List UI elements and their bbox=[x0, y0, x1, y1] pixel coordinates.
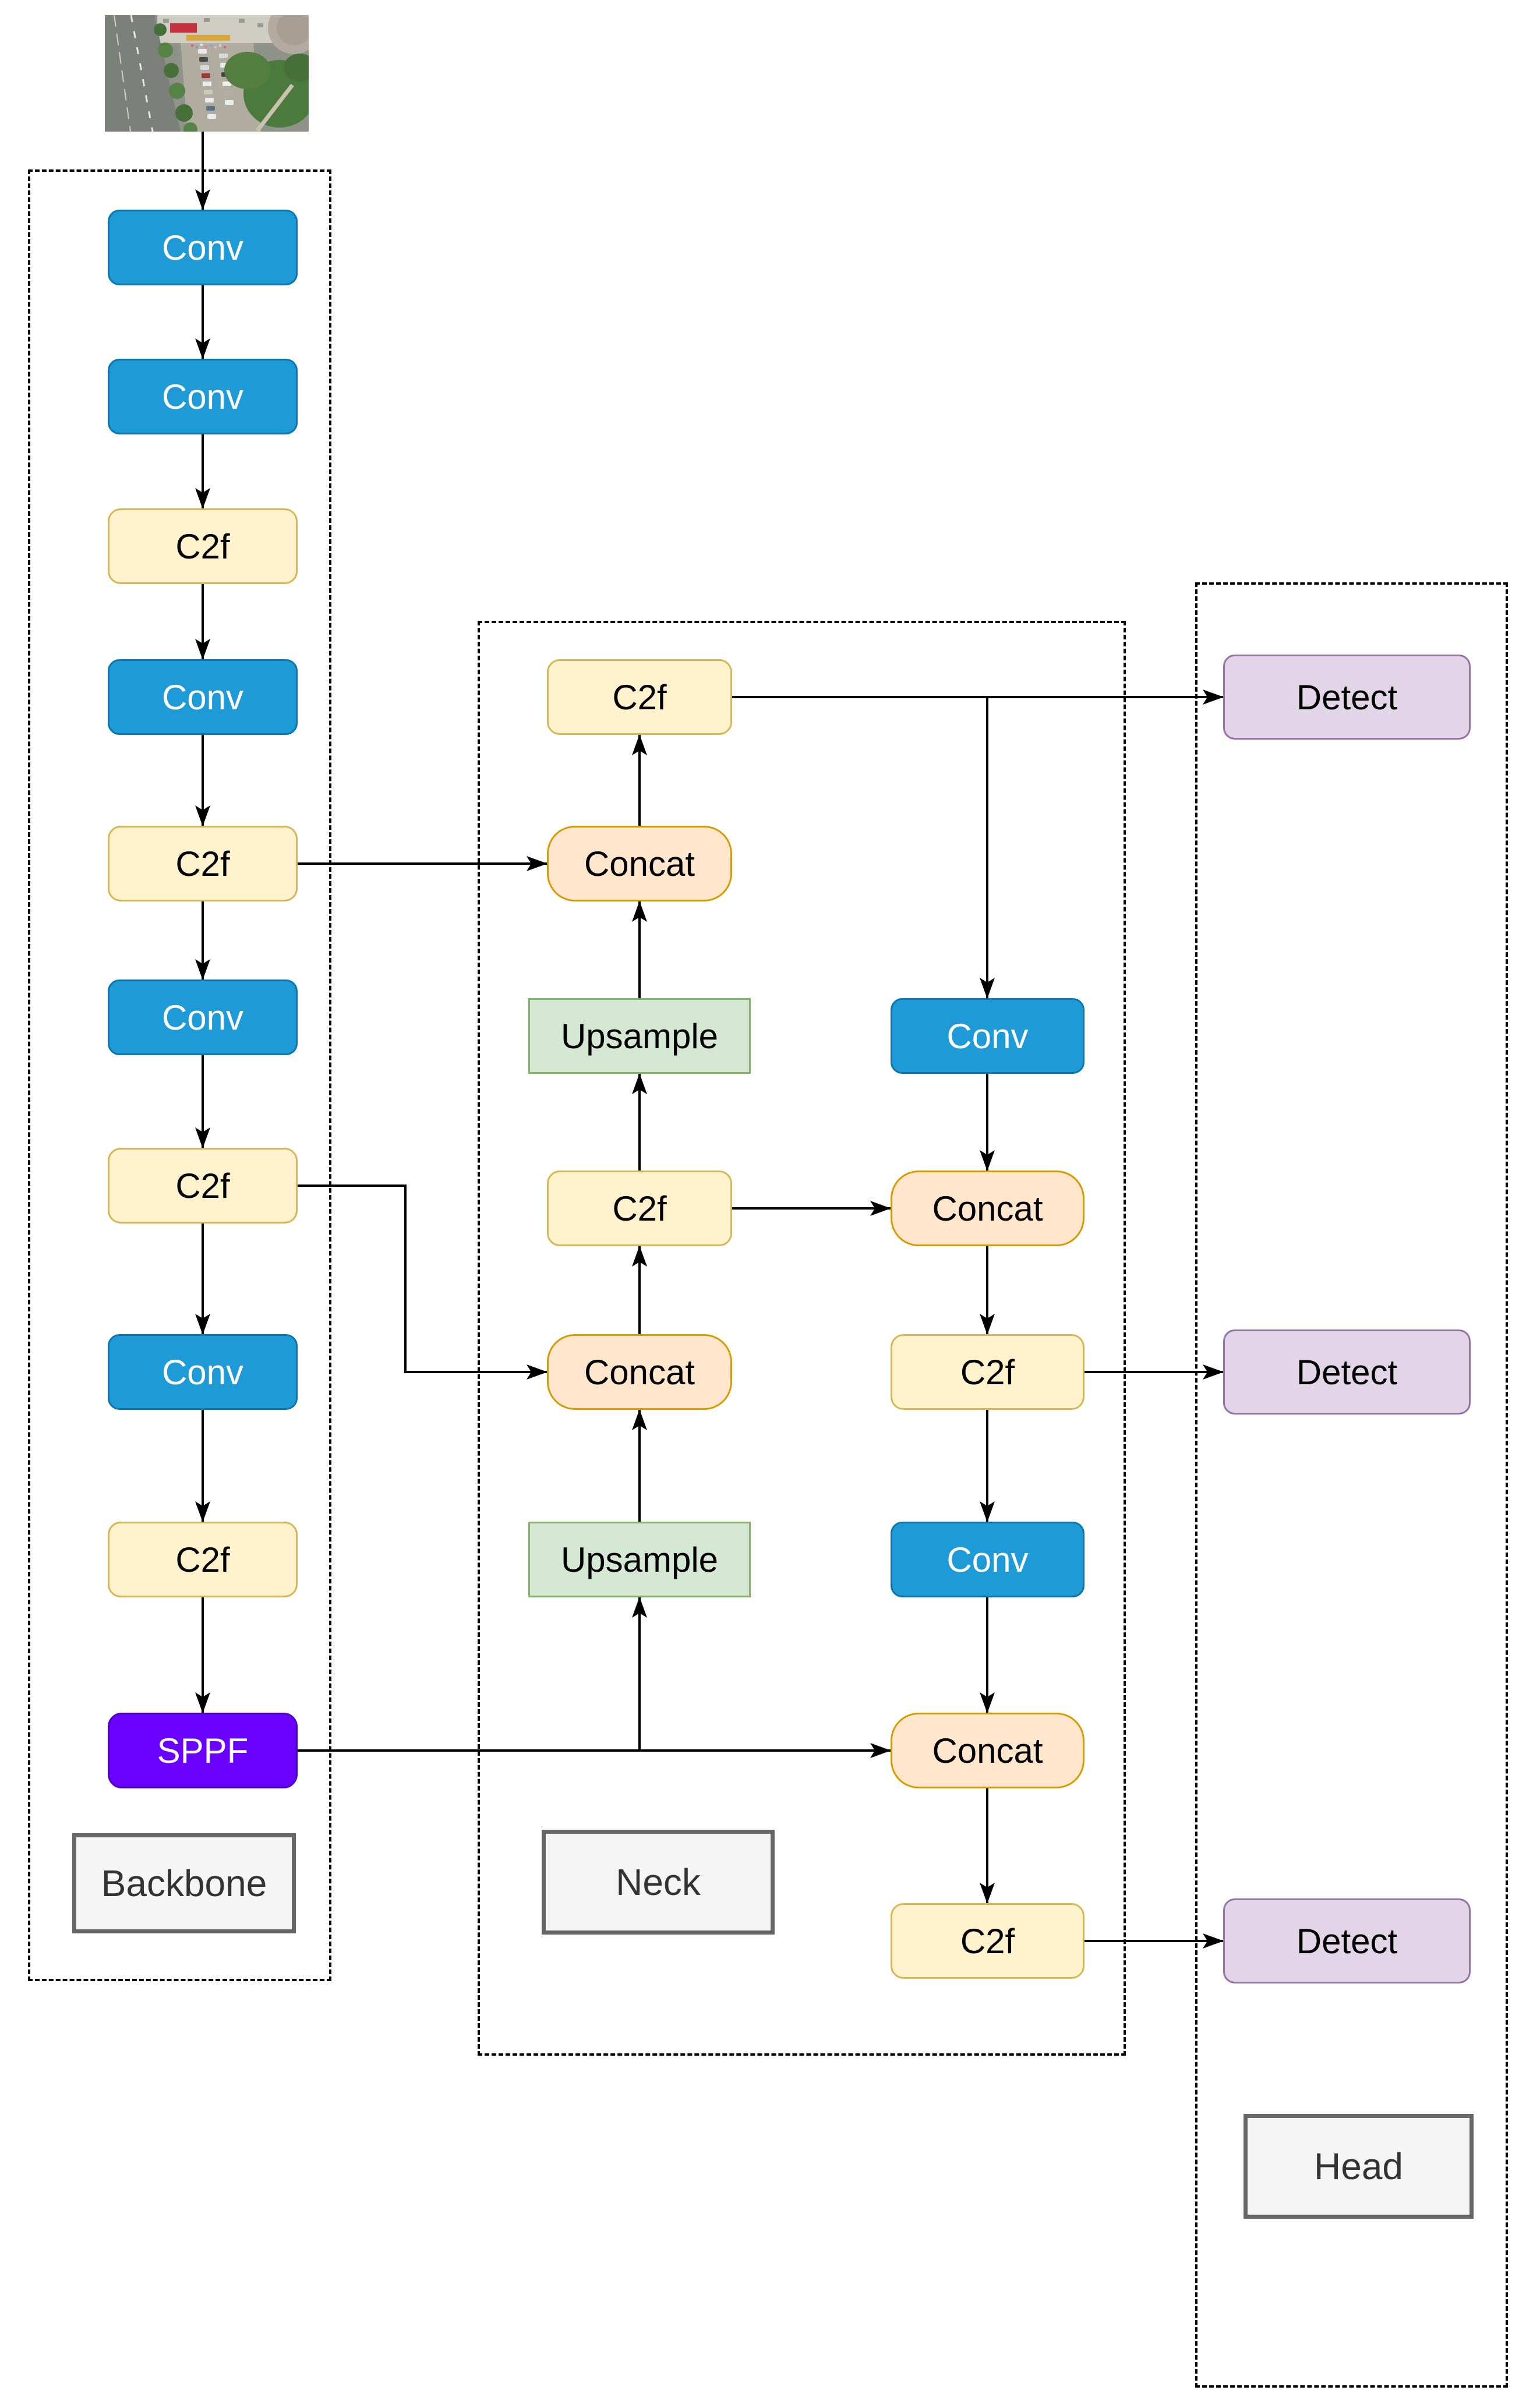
neck-c2f-4: C2f bbox=[891, 1903, 1085, 1979]
neck-concat-1: Concat bbox=[547, 826, 732, 901]
backbone-conv-1: Conv bbox=[108, 210, 298, 285]
backbone-conv-3: Conv bbox=[108, 659, 298, 735]
neck-conv-1: Conv bbox=[891, 998, 1085, 1074]
backbone-c2f-3: C2f bbox=[108, 1148, 298, 1224]
backbone-c2f-1: C2f bbox=[108, 508, 298, 584]
head-detect-1: Detect bbox=[1223, 655, 1471, 740]
backbone-container bbox=[28, 169, 331, 1981]
neck-container bbox=[478, 621, 1126, 2056]
backbone-c2f-2: C2f bbox=[108, 826, 298, 901]
neck-label: Neck bbox=[542, 1830, 775, 1935]
backbone-conv-5: Conv bbox=[108, 1334, 298, 1410]
neck-c2f-3: C2f bbox=[891, 1334, 1085, 1410]
backbone-c2f-4: C2f bbox=[108, 1522, 298, 1597]
neck-upsample-2: Upsample bbox=[528, 1522, 751, 1597]
backbone-label: Backbone bbox=[72, 1833, 296, 1933]
backbone-sppf: SPPF bbox=[108, 1713, 298, 1788]
input-photo bbox=[105, 15, 309, 132]
neck-concat-2: Concat bbox=[547, 1334, 732, 1410]
neck-concat-4: Concat bbox=[891, 1713, 1085, 1788]
neck-conv-2: Conv bbox=[891, 1522, 1085, 1597]
neck-c2f-1: C2f bbox=[547, 659, 732, 735]
aerial-photo-graphic bbox=[105, 15, 309, 132]
backbone-conv-4: Conv bbox=[108, 980, 298, 1055]
neck-upsample-1: Upsample bbox=[528, 998, 751, 1074]
head-label: Head bbox=[1244, 2114, 1474, 2219]
head-container bbox=[1195, 582, 1508, 2388]
head-detect-3: Detect bbox=[1223, 1898, 1471, 1983]
neck-c2f-2: C2f bbox=[547, 1171, 732, 1246]
edge-c2f3-concat2 bbox=[298, 1184, 547, 1380]
neck-concat-3: Concat bbox=[891, 1171, 1085, 1246]
head-detect-2: Detect bbox=[1223, 1329, 1471, 1415]
backbone-conv-2: Conv bbox=[108, 359, 298, 434]
